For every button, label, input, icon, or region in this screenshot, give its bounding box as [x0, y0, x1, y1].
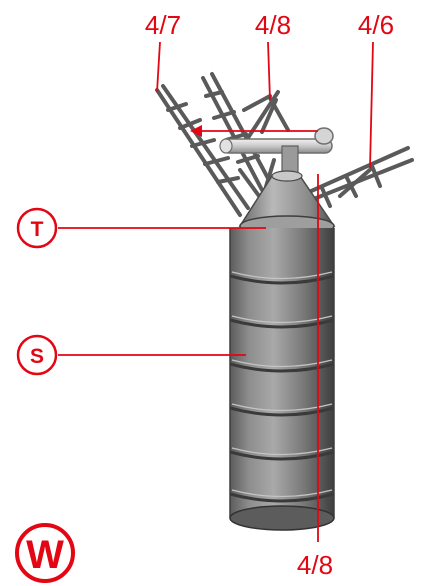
leader-4-8-top	[268, 42, 270, 100]
marker-shaft-section-label: S	[30, 345, 44, 368]
callout-top-middle: 4/8	[255, 10, 291, 40]
cone-top	[240, 171, 334, 236]
logo-letter: W	[26, 533, 64, 577]
leader-4-7	[157, 42, 160, 92]
marker-shaft-section: S	[18, 336, 56, 374]
logo-badge: W	[17, 525, 73, 581]
callout-top-right: 4/6	[358, 10, 394, 40]
marker-top-section-label: T	[31, 218, 44, 241]
callout-top-left: 4/7	[145, 10, 181, 40]
leader-4-6	[370, 42, 373, 168]
callout-bottom: 4/8	[297, 550, 333, 580]
marker-top-section: T	[18, 209, 56, 247]
